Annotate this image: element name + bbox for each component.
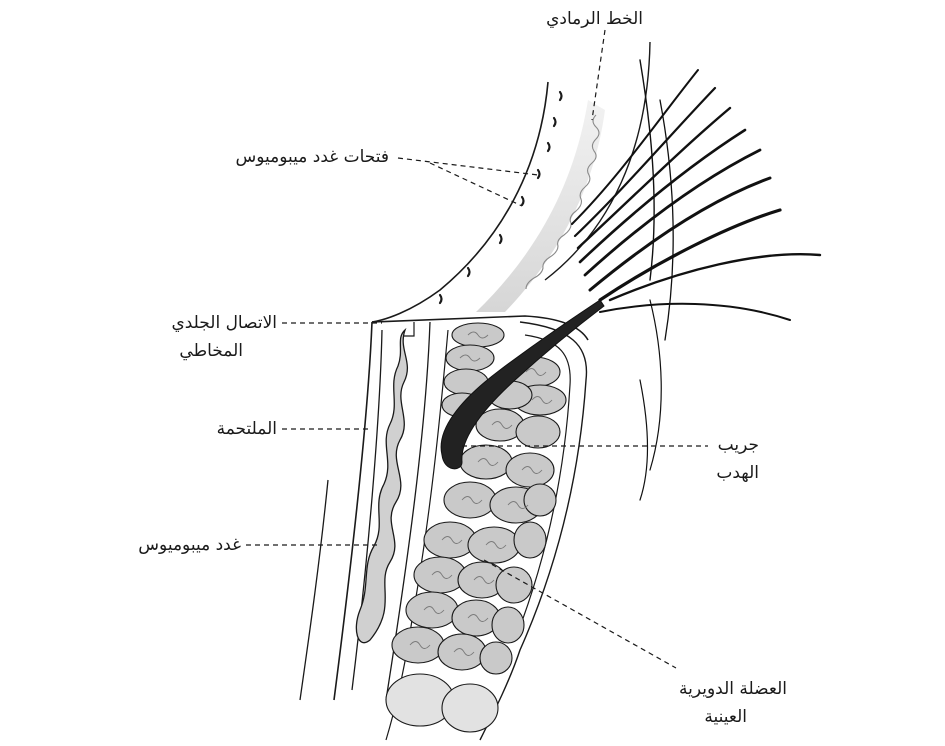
lid-posterior-top	[544, 41, 651, 281]
label-meibomian-openings: فتحات غدد ميبوميوس	[235, 147, 389, 167]
leader-openings-a	[397, 157, 539, 176]
label-meibomian-gland: غدد ميبوميوس	[138, 535, 241, 555]
posterior-skin	[299, 479, 329, 701]
label-conjunctiva: الملتحمة	[216, 419, 277, 439]
lash-follicle	[440, 299, 605, 470]
label-orbicularis-1: العضلة الدويرية	[679, 679, 787, 699]
label-mucocutaneous-junction-1: الاتصال الجلدي	[171, 313, 277, 333]
leader-gray-line	[591, 29, 606, 121]
label-lash-follicle-2: الهدب	[716, 463, 759, 483]
leader-openings-b	[429, 162, 523, 207]
fiber-texture	[409, 331, 553, 656]
label-lash-follicle-1: جريب	[717, 435, 759, 455]
orbicularis-sheath-inner	[514, 334, 571, 641]
meibomian-gland-stem	[404, 322, 415, 337]
conjunctiva-outer	[333, 321, 373, 701]
grey-line-band	[476, 100, 605, 312]
eyelashes	[571, 59, 822, 501]
meibomian-gland	[355, 327, 409, 644]
orbicularis-sheath-outer	[479, 321, 588, 741]
label-mucocutaneous-junction-2: المخاطي	[179, 341, 243, 361]
meibomian-openings	[438, 90, 563, 305]
grey-line-wave	[525, 114, 600, 290]
leader-orbicularis	[483, 559, 677, 669]
label-orbicularis-2: العينية	[704, 707, 747, 727]
label-gray-line: الخط الرمادي	[546, 9, 643, 29]
lid-anterior-surface	[371, 81, 549, 323]
lid-margin-top	[371, 315, 589, 341]
orbicularis-fibers	[385, 322, 567, 733]
leader-lines	[246, 29, 708, 669]
